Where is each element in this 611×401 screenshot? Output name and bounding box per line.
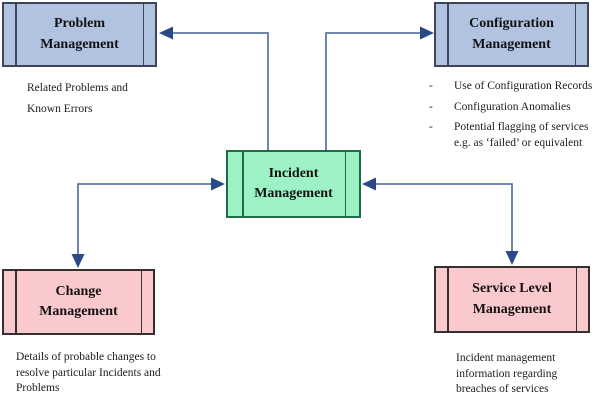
arrowhead-into-service-icon [505,251,519,265]
node-problem-management[interactable]: Problem Management [2,2,157,67]
node-change-management-label: Change Management [39,283,118,319]
arrowhead-into-change-icon [71,254,85,268]
node-change-management[interactable]: Change Management [2,269,155,335]
configuration-note-text: Use of Configuration Records [454,80,593,92]
node-incident-management[interactable]: Incident Management [226,150,361,218]
arrowhead-to-problem-icon [159,26,173,40]
node-problem-management-label: Problem Management [40,16,119,52]
arrow-incident-to-problem [172,32,269,150]
arrowhead-to-configuration-icon [420,26,434,40]
configuration-note-text: Potential flagging of services e.g. as ‘… [454,121,589,149]
configuration-note-item: - Potential flagging of services e.g. as… [429,120,607,151]
configuration-note-text: Configuration Anomalies [454,100,571,113]
configuration-note-item: - Configuration Anomalies [429,100,607,116]
arrow-incident-to-configuration [325,32,421,150]
bullet-dash: - [429,121,433,134]
note-configuration-management: - Use of Configuration Records - Configu… [429,79,607,156]
configuration-note-item: - Use of Configuration Records [429,79,607,95]
note-change-management: Details of probable changes to resolve p… [16,351,161,395]
arrow-change-incident [77,183,214,257]
bullet-dash: - [429,100,433,113]
note-problem-management: Related Problems and Known Errors [27,82,128,116]
node-service-level-management[interactable]: Service Level Management [434,266,590,333]
arrow-service-incident [373,183,513,254]
node-configuration-management-label: Configuration Management [469,16,554,52]
node-service-level-management-label: Service Level Management [472,281,552,317]
bullet-dash: - [429,80,433,92]
arrowhead-into-incident-left-icon [211,177,225,191]
arrowhead-into-incident-right-icon [362,177,376,191]
node-configuration-management[interactable]: Configuration Management [434,2,589,67]
node-incident-management-label: Incident Management [254,165,333,201]
note-service-level-management: Incident management information regardin… [456,352,558,396]
